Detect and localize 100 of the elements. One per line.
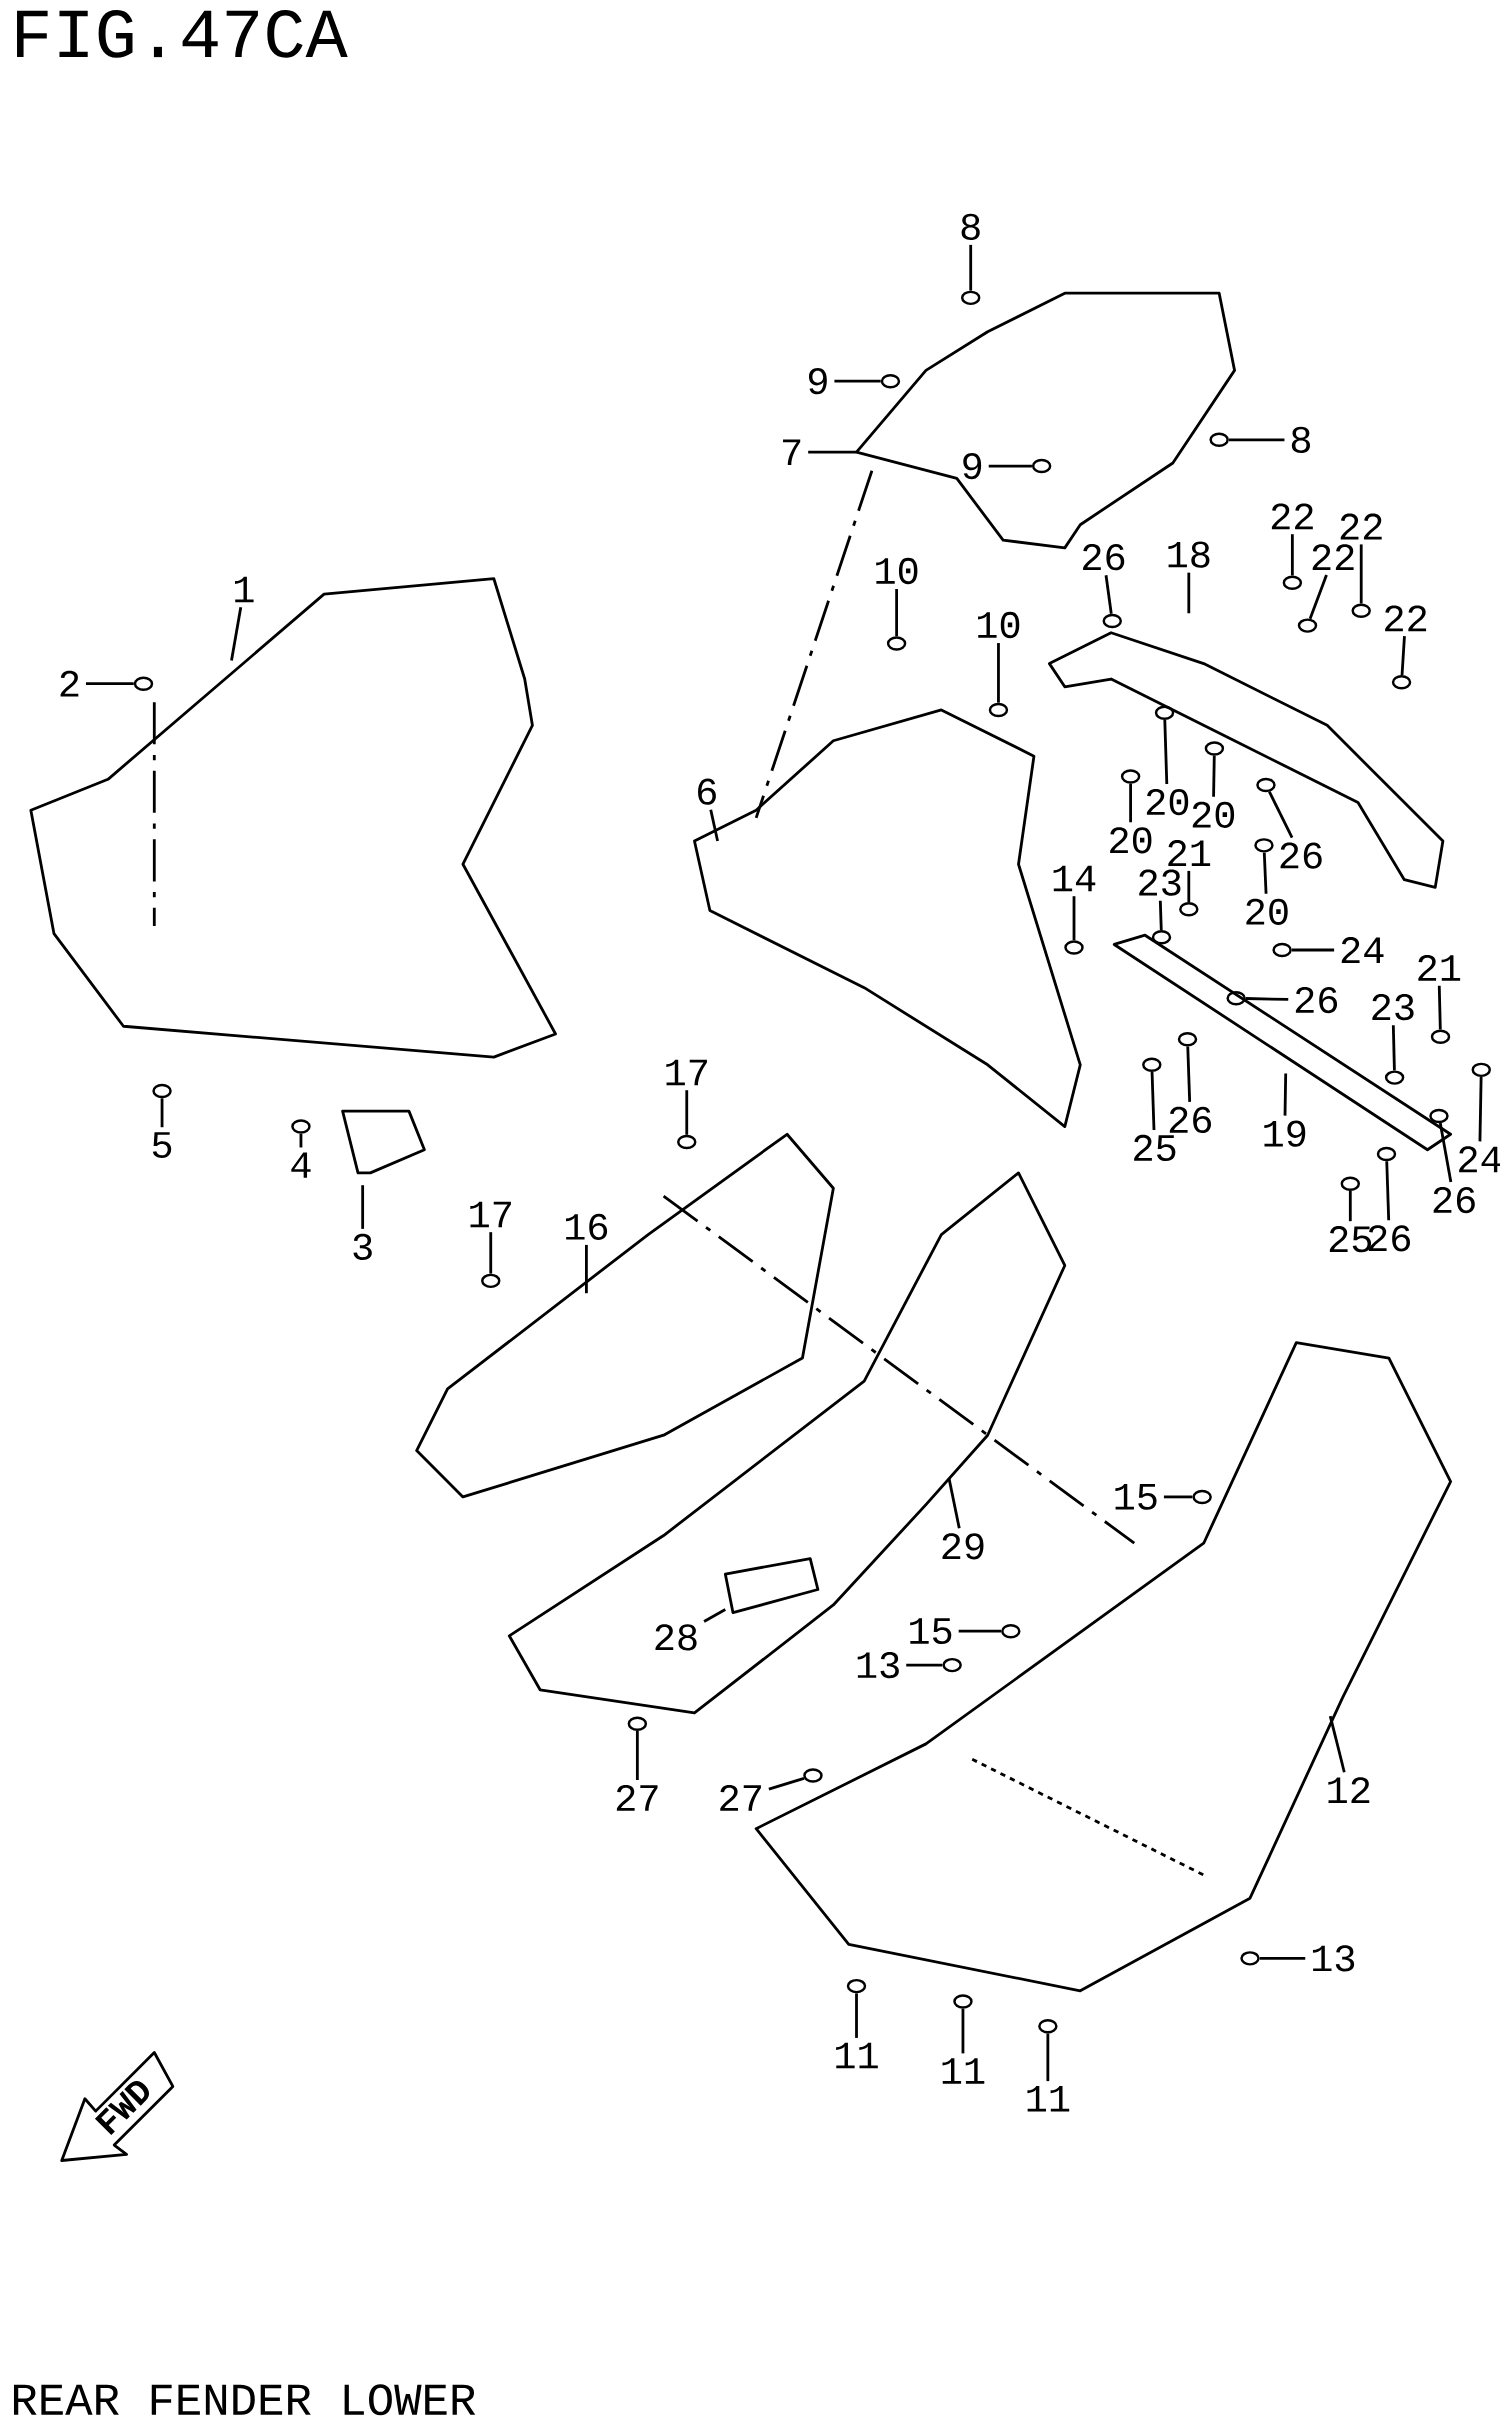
leader-line (1268, 791, 1294, 839)
leader-line (1245, 997, 1289, 1001)
leader-line (1158, 900, 1163, 931)
callout-number: 26 (1083, 544, 1125, 571)
callout-number: 21 (1418, 954, 1461, 981)
part-symbol (1001, 1623, 1021, 1639)
part-symbol (1351, 603, 1371, 619)
leader-line (1046, 2033, 1050, 2082)
leader-line (1228, 438, 1285, 442)
callout-number: 18 (1168, 541, 1210, 568)
callout-number: 8 (961, 213, 980, 240)
callout-number: 10 (876, 557, 918, 585)
leader-line (585, 1244, 588, 1294)
leader-line (299, 1133, 303, 1148)
callout-number: 19 (1264, 1120, 1306, 1147)
callout-number: 22 (1340, 513, 1382, 540)
figure-title: FIG.47CA (17, 10, 348, 58)
leader-line (1163, 719, 1169, 785)
part-symbol (1297, 618, 1318, 633)
callout-number: 26 (1280, 842, 1322, 869)
part-symbol (291, 1119, 311, 1134)
part-symbol (677, 1134, 697, 1150)
part-symbol (1272, 942, 1292, 958)
part-symbol (1254, 838, 1274, 853)
callout-number: 10 (978, 611, 1020, 639)
part-symbol (1142, 1057, 1162, 1072)
callout-number: 22 (1312, 544, 1354, 571)
part-symbol (1226, 991, 1246, 1006)
callout-number: 2 (60, 670, 79, 697)
leader-line (230, 606, 243, 661)
leader-line (1400, 636, 1406, 676)
callout-number: 5 (152, 1132, 172, 1158)
part-symbol (846, 1978, 867, 1994)
leader-line (1262, 852, 1268, 894)
callout-number: 11 (836, 2042, 878, 2069)
callout-number: 11 (942, 2058, 985, 2084)
callout-number: 20 (1246, 898, 1288, 925)
part-symbol (988, 702, 1009, 718)
part-symbol (1282, 575, 1303, 590)
part-symbol (1384, 1070, 1405, 1085)
callout-number: 6 (698, 778, 716, 805)
callout-number: 11 (1027, 2086, 1070, 2112)
callout-number: 13 (857, 1652, 899, 1679)
part-symbol (152, 1083, 172, 1099)
leader-line (635, 1731, 639, 1780)
part-symbol (1240, 1951, 1260, 1966)
callout-number: 26 (1433, 1186, 1475, 1214)
leader-line (947, 1478, 961, 1529)
leader-line (709, 809, 719, 842)
leader-line (1104, 575, 1113, 614)
leader-line (969, 244, 973, 291)
callout-number: 3 (353, 1233, 372, 1261)
leader-line (958, 1629, 1002, 1633)
leader-line (1437, 985, 1442, 1030)
callout-number: 12 (1328, 1777, 1370, 1804)
leader-line (1150, 1071, 1156, 1130)
callout-number: 25 (1134, 1134, 1176, 1162)
leader-line (808, 450, 857, 454)
callout-number: 7 (783, 439, 801, 465)
callout-number: 22 (1385, 605, 1427, 632)
callout-number: 9 (963, 452, 982, 480)
part-symbol (1031, 458, 1052, 474)
leader-line (1478, 1077, 1483, 1142)
callout-number: 15 (1115, 1484, 1157, 1510)
callout-number: 22 (1271, 503, 1313, 530)
part-symbol (803, 1768, 823, 1783)
leader-line (961, 2008, 965, 2054)
callout-number: 24 (1341, 937, 1384, 963)
callout-number: 21 (1168, 840, 1211, 866)
part-symbol (1430, 1029, 1451, 1045)
leader-line (1187, 870, 1191, 903)
part-symbol (1192, 1489, 1212, 1505)
leader-line (1212, 755, 1216, 797)
part-symbol (1429, 1108, 1449, 1124)
leader-line (489, 1232, 493, 1274)
part-symbol (953, 1994, 973, 2009)
callout-number: 13 (1312, 1945, 1355, 1972)
part-symbol (1391, 675, 1412, 690)
leader-line (1290, 534, 1294, 576)
callout-number: 27 (720, 1784, 761, 1811)
leader-line (906, 1663, 943, 1667)
part-symbol (1102, 613, 1122, 629)
callout-number: 28 (655, 1624, 697, 1651)
callout-number: 23 (1139, 869, 1181, 896)
leader-line (1283, 1073, 1288, 1116)
callout-number: 4 (291, 1152, 311, 1178)
part-symbol (1064, 940, 1084, 955)
callout-number: 23 (1372, 994, 1414, 1021)
leader-line (855, 1993, 858, 2038)
part-symbol (1204, 741, 1225, 756)
leader-line (768, 1776, 805, 1791)
section-title: REAR FENDER LOWER (13, 2384, 476, 2416)
leader-line (1163, 1495, 1193, 1499)
part-symbol (942, 1657, 962, 1673)
callout-number: 14 (1053, 865, 1096, 892)
callout-number: 29 (942, 1533, 984, 1560)
leader-line (1072, 896, 1076, 941)
part-symbol (1038, 2019, 1058, 2034)
leader-line (703, 1608, 726, 1623)
part-symbol (1471, 1062, 1491, 1078)
